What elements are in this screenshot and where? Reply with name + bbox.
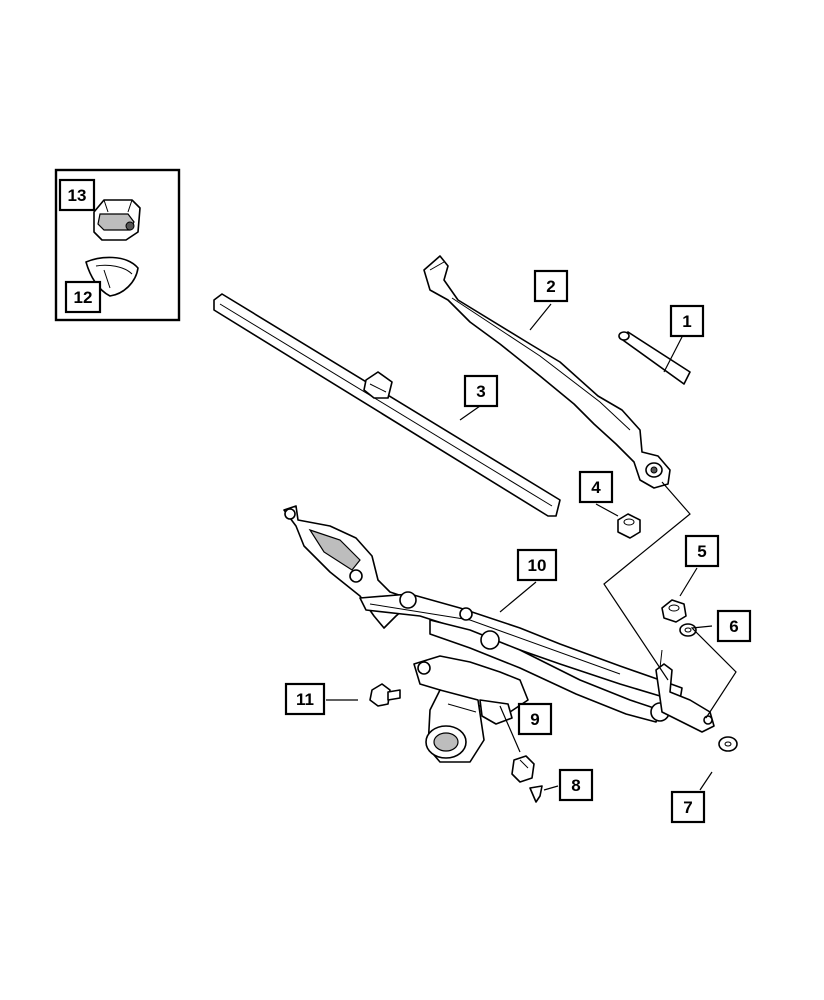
part-2-wiper-arm — [423, 255, 671, 489]
part-5-nut — [661, 599, 687, 623]
part-6-washer — [679, 623, 697, 637]
callout-label: 10 — [528, 556, 547, 575]
callout-label: 2 — [546, 277, 555, 296]
callout-label: 13 — [68, 186, 87, 205]
part-4-nut — [617, 513, 641, 539]
callout-label: 3 — [476, 382, 485, 401]
callout-4: 4 — [578, 470, 614, 504]
part-11-bolt — [369, 683, 401, 707]
callout-label: 6 — [729, 617, 738, 636]
callout-1: 1 — [669, 304, 705, 338]
callout-label: 9 — [530, 710, 539, 729]
part-8-clip — [529, 785, 543, 803]
part-7-washer — [718, 736, 738, 752]
callout-label: 5 — [697, 542, 706, 561]
callout-8: 8 — [558, 768, 594, 802]
callout-11: 11 — [284, 682, 326, 716]
callout-5: 5 — [684, 534, 720, 568]
callout-6: 6 — [716, 609, 752, 643]
callout-label: 4 — [591, 478, 601, 497]
callout-13: 13 — [58, 178, 96, 212]
callout-2: 2 — [533, 269, 569, 303]
part-1-rod — [618, 331, 691, 385]
inset-frame — [54, 168, 181, 322]
part-13-cap — [93, 199, 141, 241]
callout-10: 10 — [516, 548, 558, 582]
part-10-wiper-linkage — [283, 505, 715, 763]
callout-label: 11 — [296, 690, 314, 709]
callout-label: 1 — [682, 312, 691, 331]
callout-9: 9 — [517, 702, 553, 736]
part-9-connector — [511, 755, 535, 783]
callout-12: 12 — [64, 280, 102, 314]
leader-lines — [326, 303, 737, 791]
callout-label: 7 — [683, 798, 692, 817]
callout-label: 12 — [74, 288, 93, 307]
callout-3: 3 — [463, 374, 499, 408]
callout-label: 8 — [571, 776, 580, 795]
callout-7: 7 — [670, 790, 706, 824]
part-3-wiper-blade — [213, 293, 561, 517]
